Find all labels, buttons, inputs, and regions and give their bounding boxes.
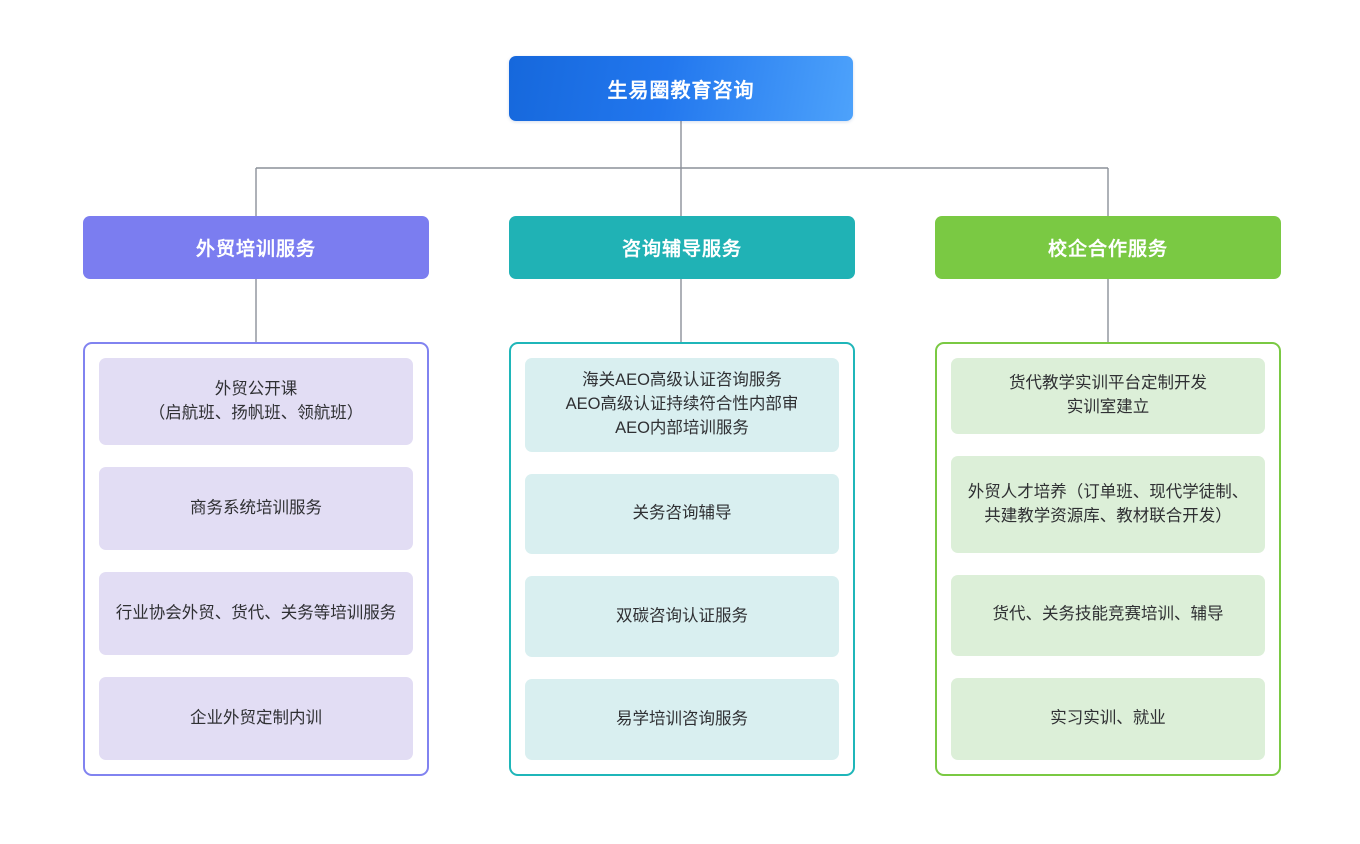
branch-header-foreign-trade-training[interactable]: 外贸培训服务	[83, 216, 429, 279]
root-node-label: 生易圈教育咨询	[607, 80, 755, 102]
child-card[interactable]: 外贸人才培养（订单班、现代学徒制、共建教学资源库、教材联合开发）	[951, 456, 1265, 553]
child-card[interactable]: 关务咨询辅导	[525, 473, 839, 555]
branch-school-enterprise-cooperation: 校企合作服务 货代教学实训平台定制开发 实训室建立 外贸人才培养（订单班、现代学…	[935, 216, 1281, 776]
child-card[interactable]: 货代教学实训平台定制开发 实训室建立	[951, 358, 1265, 435]
child-card[interactable]: 商务系统培训服务	[99, 467, 413, 551]
branch-header-label: 咨询辅导服务	[621, 239, 742, 260]
child-card[interactable]: 双碳咨询认证服务	[525, 576, 839, 658]
branch-header-school-enterprise-cooperation[interactable]: 校企合作服务	[935, 216, 1281, 279]
child-card[interactable]: 易学培训咨询服务	[525, 679, 839, 761]
child-panel-foreign-trade-training: 外贸公开课 （启航班、扬帆班、领航班） 商务系统培训服务 行业协会外贸、货代、关…	[83, 342, 429, 776]
child-panel-school-enterprise-cooperation: 货代教学实训平台定制开发 实训室建立 外贸人才培养（订单班、现代学徒制、共建教学…	[935, 342, 1281, 776]
branch-header-label: 校企合作服务	[1047, 239, 1168, 260]
child-panel-consulting-tutoring: 海关AEO高级认证咨询服务 AEO高级认证持续符合性内部审 AEO内部培训服务 …	[509, 342, 855, 776]
child-card[interactable]: 企业外贸定制内训	[99, 677, 413, 761]
child-card[interactable]: 海关AEO高级认证咨询服务 AEO高级认证持续符合性内部审 AEO内部培训服务	[525, 358, 839, 452]
branch-foreign-trade-training: 外贸培训服务 外贸公开课 （启航班、扬帆班、领航班） 商务系统培训服务 行业协会…	[83, 216, 429, 776]
child-card[interactable]: 实习实训、就业	[951, 678, 1265, 760]
child-card[interactable]: 外贸公开课 （启航班、扬帆班、领航班）	[99, 358, 413, 446]
child-card[interactable]: 行业协会外贸、货代、关务等培训服务	[99, 572, 413, 656]
branch-header-label: 外贸培训服务	[195, 239, 316, 260]
branch-header-consulting-tutoring[interactable]: 咨询辅导服务	[509, 216, 855, 279]
branch-consulting-tutoring: 咨询辅导服务 海关AEO高级认证咨询服务 AEO高级认证持续符合性内部审 AEO…	[509, 216, 855, 776]
root-node[interactable]: 生易圈教育咨询	[509, 56, 853, 121]
child-card[interactable]: 货代、关务技能竞赛培训、辅导	[951, 574, 1265, 657]
